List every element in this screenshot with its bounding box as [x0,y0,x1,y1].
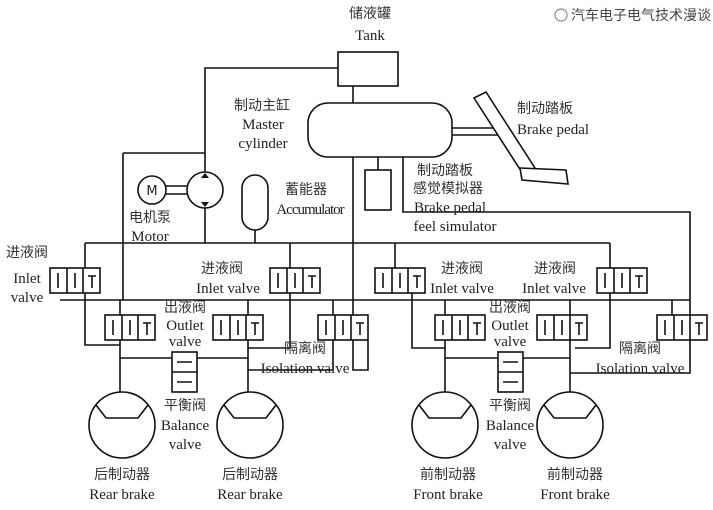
inlet-label: Inlet [13,271,41,287]
master-label-2: cylinder [238,136,287,152]
outlet-valve [104,314,156,341]
outlet-valve [212,314,264,341]
brake-pedal [452,90,569,185]
pedal-feel-simulator [364,169,392,211]
master-label-zh: 制动主缸 [234,97,290,114]
outlet-valve [536,314,588,341]
motor: M [137,175,187,205]
rear-brake [88,391,156,459]
tank [337,51,399,87]
sim-label-zh2: 感觉模拟器 [413,180,483,197]
inlet-valve [596,267,648,294]
front-brake-label-zh: 前制动器 [420,466,476,483]
master-cylinder [307,102,453,158]
inlet-label-2: valve [11,290,44,306]
outlet-valve [434,314,486,341]
inlet-valve [374,267,426,294]
acc-label: Accumulator [276,202,344,218]
sim-label: Brake pedal [414,200,486,216]
brakes [88,391,604,459]
front-brake-label: Front brake [413,487,483,503]
balance-valve [171,351,198,393]
outlet-label-2: valve [169,334,202,350]
watermark-text: 汽车电子电气技术漫谈 [571,7,711,24]
rear-brake-label: Rear brake [217,487,283,503]
inlet-label-zh: 进液阀 [534,261,576,277]
acc-label-zh: 蓄能器 [285,182,327,198]
motor-label-zh: 电机泵 [129,210,171,226]
master-label: Master [242,117,284,133]
accumulator [241,174,269,231]
bal-label-2: valve [494,437,527,453]
pedal-label: Brake pedal [517,122,589,138]
bal-label-zh: 平衡阀 [164,398,206,414]
motor-label-en: Motor [131,229,169,245]
labels: 储液罐 Tank 制动主缸 Master cylinder 制动踏板 Brake… [6,6,685,503]
inlet-label-zh: 进液阀 [441,261,483,277]
balance-valve [497,351,524,393]
valves [49,267,708,393]
outlet-label-zh: 出液阀 [489,300,531,316]
inlet-label: Inlet valve [522,281,586,297]
bal-label-zh: 平衡阀 [489,398,531,414]
outlet-label: Outlet [491,318,529,334]
iso-label: Isolation valve [596,361,685,377]
iso-label-zh: 隔离阀 [284,340,326,357]
inlet-label-zh: 进液阀 [6,245,48,261]
inlet-valve [49,267,101,294]
inlet-valve [269,267,321,294]
inlet-label: Inlet valve [196,281,260,297]
watermark: 汽车电子电气技术漫谈 [554,7,711,24]
inlet-label: Inlet valve [430,281,494,297]
outlet-label-2: valve [494,334,527,350]
tank-label: Tank [355,28,385,44]
pump [186,171,224,209]
isolation-valve [317,314,369,341]
inlet-label-zh: 进液阀 [201,261,243,277]
isolation-valve [656,314,708,341]
rear-brake-label-zh: 后制动器 [222,467,278,483]
bal-label: Balance [161,418,210,434]
pedal-label-zh: 制动踏板 [517,101,573,117]
outlet-label: Outlet [166,318,204,334]
bal-label-2: valve [169,437,202,453]
front-brake [536,391,604,459]
iso-label: Isolation valve [261,361,350,377]
sim-label-2: feel simulator [414,219,497,235]
rear-brake [216,391,284,459]
outlet-label-zh: 出液阀 [164,300,206,316]
iso-label-zh: 隔离阀 [619,340,661,357]
rear-brake-label: Rear brake [89,487,155,503]
rear-brake-label-zh: 后制动器 [94,467,150,483]
motor-label: M [146,184,157,199]
sim-label-zh1: 制动踏板 [417,163,473,179]
tank-label-zh: 储液罐 [349,6,391,22]
front-brake-label-zh: 前制动器 [547,466,603,483]
wechat-icon [554,8,568,22]
bal-label: Balance [486,418,535,434]
front-brake [411,391,479,459]
front-brake-label: Front brake [540,487,610,503]
